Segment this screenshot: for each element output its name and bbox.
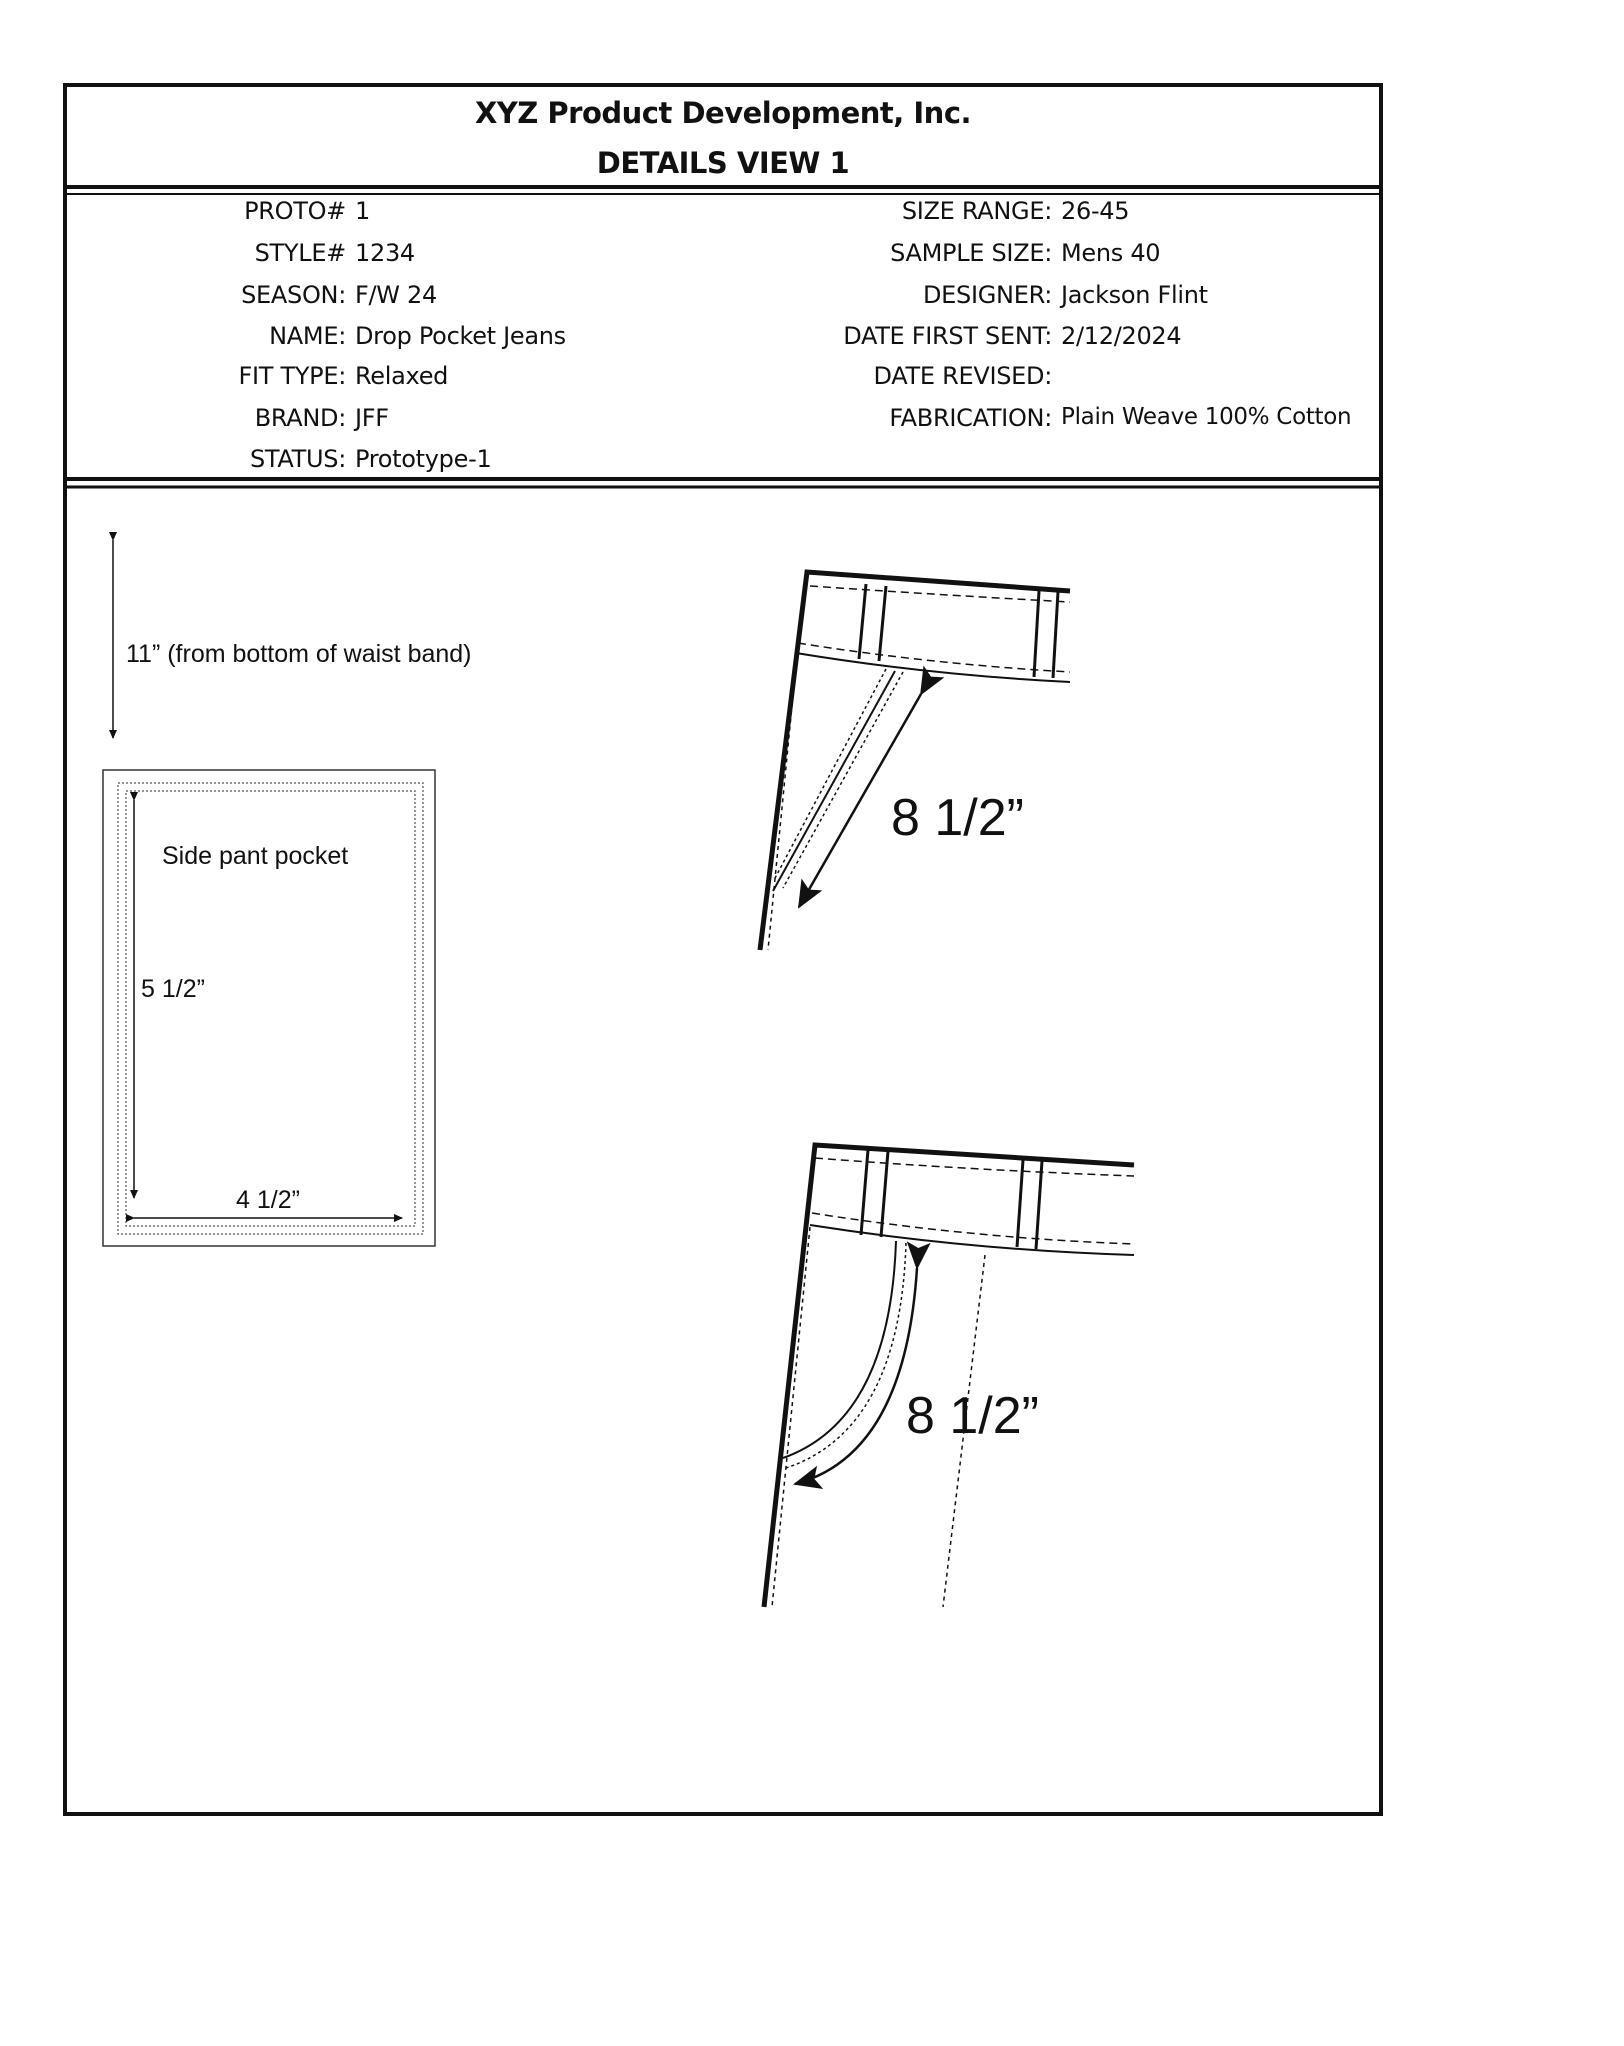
proto-label: PROTO# bbox=[244, 197, 346, 225]
name-value: Drop Pocket Jeans bbox=[355, 322, 566, 350]
fabrication-value: Plain Weave 100% Cotton bbox=[1061, 404, 1352, 430]
size-range-value: 26-45 bbox=[1061, 197, 1130, 225]
status-value: Prototype-1 bbox=[355, 445, 492, 473]
fit-type-label: FIT TYPE: bbox=[238, 362, 346, 390]
pocket-width: 4 1/2” bbox=[236, 1186, 300, 1214]
status-label: STATUS: bbox=[249, 445, 346, 473]
straight-pocket-drawing bbox=[757, 569, 1071, 951]
brand-value: JFF bbox=[355, 404, 389, 432]
straight-opening-measure: 8 1/2” bbox=[891, 789, 1024, 847]
size-range-label: SIZE RANGE: bbox=[901, 197, 1052, 225]
side-pocket-drawing bbox=[102, 769, 436, 1247]
designer-value: Jackson Flint bbox=[1061, 281, 1208, 309]
sample-size-label: SAMPLE SIZE: bbox=[890, 239, 1052, 267]
sample-size-value: Mens 40 bbox=[1061, 239, 1161, 267]
company-name: XYZ Product Development, Inc. bbox=[474, 96, 972, 130]
sheet-frame bbox=[63, 83, 1383, 1816]
date-first-sent-label: DATE FIRST SENT: bbox=[843, 322, 1052, 350]
fit-type-value: Relaxed bbox=[355, 362, 449, 390]
page-title: DETAILS VIEW 1 bbox=[596, 146, 850, 180]
season-value: F/W 24 bbox=[355, 281, 437, 309]
curved-opening-measure: 8 1/2” bbox=[906, 1387, 1039, 1445]
proto-value: 1 bbox=[355, 197, 370, 225]
style-value: 1234 bbox=[355, 239, 415, 267]
date-revised-label: DATE REVISED: bbox=[873, 362, 1053, 390]
fabrication-label: FABRICATION: bbox=[889, 404, 1052, 432]
curved-pocket-drawing bbox=[761, 1142, 1135, 1608]
pocket-label: Side pant pocket bbox=[162, 842, 349, 870]
name-label: NAME: bbox=[269, 322, 346, 350]
brand-label: BRAND: bbox=[254, 404, 347, 432]
date-first-sent-value: 2/12/2024 bbox=[1061, 322, 1182, 350]
style-label: STYLE# bbox=[254, 239, 347, 267]
designer-label: DESIGNER: bbox=[923, 281, 1052, 309]
season-label: SEASON: bbox=[241, 281, 346, 309]
placement-note: 11” (from bottom of waist band) bbox=[126, 640, 472, 668]
pocket-height: 5 1/2” bbox=[141, 975, 205, 1003]
